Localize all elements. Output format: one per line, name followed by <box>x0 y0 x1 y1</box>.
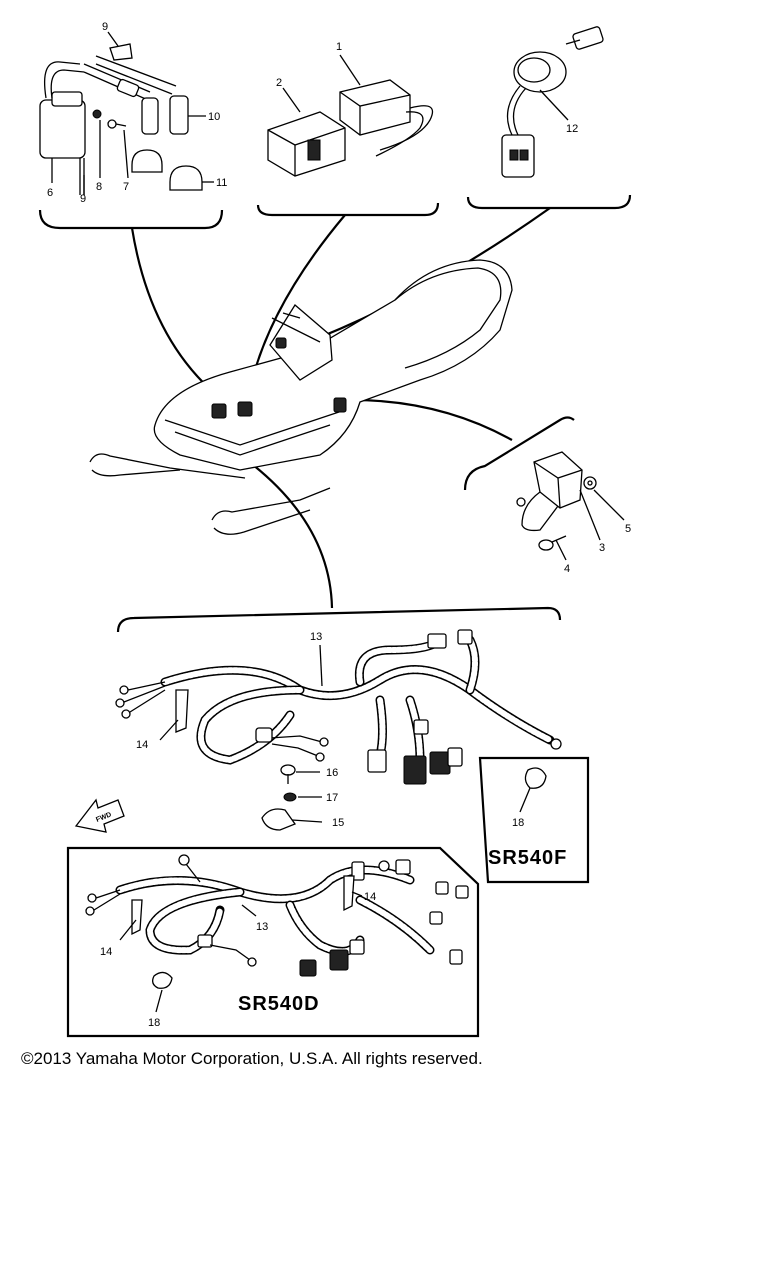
callout-18-sr540d: 18 <box>148 1017 160 1029</box>
callout-16: 16 <box>326 767 338 779</box>
callout-5: 5 <box>625 523 631 535</box>
washer-8 <box>92 109 102 119</box>
clamp-14-sr540d <box>131 875 355 936</box>
sr540d-box: SR540D <box>66 846 480 1038</box>
washer-17 <box>283 792 297 802</box>
model-label-sr540f: SR540F <box>488 847 567 869</box>
parts-diagram: FWD SR540F SR540D <box>38 21 632 1038</box>
wire-harness-13 <box>115 629 562 785</box>
callout-10: 10 <box>208 111 220 123</box>
spark-plug-cap-10 <box>141 95 189 135</box>
screw-16 <box>280 764 296 784</box>
callout-17: 17 <box>326 792 338 804</box>
leader-regulator-to-sled <box>351 398 513 441</box>
grommet-11 <box>169 165 203 191</box>
callout-7: 7 <box>123 181 129 193</box>
callout-8: 8 <box>96 181 102 193</box>
model-label-sr540d: SR540D <box>238 993 320 1015</box>
callout-14-sr540d-right: 14 <box>364 891 376 903</box>
callout-11: 11 <box>216 177 227 189</box>
clamp-15 <box>261 808 297 831</box>
leader-coil-to-sled <box>130 227 221 399</box>
key <box>565 26 604 50</box>
callout-13-sr540d: 13 <box>256 921 268 933</box>
callout-leaders <box>51 31 625 1013</box>
cdi-unit-1 <box>339 79 434 157</box>
callout-15: 15 <box>332 817 344 829</box>
bracket-regulator-group <box>463 416 575 491</box>
regulator-3 <box>516 451 583 532</box>
callout-6: 6 <box>47 187 53 199</box>
callout-12: 12 <box>566 123 578 135</box>
main-switch-12 <box>501 51 567 178</box>
grommet-7 <box>131 149 163 173</box>
callout-3: 3 <box>599 542 605 554</box>
bracket-cdi-group <box>256 202 440 217</box>
copyright-notice: ©2013 Yamaha Motor Corporation, U.S.A. A… <box>21 1049 483 1068</box>
clip-9 <box>109 43 133 61</box>
callout-14: 14 <box>136 739 148 751</box>
callout-1: 1 <box>336 41 342 53</box>
screw-7 <box>107 119 127 129</box>
bracket-harness-group <box>116 606 562 633</box>
callout-labels: 1 2 3 4 5 6 7 8 9 9 10 11 12 13 13 14 14… <box>47 21 631 1029</box>
bracket-ignition-coil-group <box>38 209 224 230</box>
clamp-14 <box>175 689 189 733</box>
bracket-main-switch-group <box>466 194 632 210</box>
forward-arrow: FWD <box>74 798 125 833</box>
leader-harness-to-sled <box>239 454 334 609</box>
sr540f-box: SR540F <box>478 756 590 884</box>
wire-harness-13-sr540d <box>85 854 469 989</box>
callout-9: 9 <box>102 21 108 33</box>
bolt-4 <box>538 535 567 551</box>
snowmobile-illustration <box>89 259 513 535</box>
spark-plug-lead <box>83 55 177 101</box>
callout-18: 18 <box>512 817 524 829</box>
nut-5 <box>583 476 597 490</box>
callout-9b: 9 <box>80 193 86 205</box>
callout-14-sr540d-left: 14 <box>100 946 112 958</box>
callout-4: 4 <box>564 563 570 575</box>
ignition-coil <box>39 61 86 195</box>
bracket-2 <box>267 111 346 177</box>
callout-13: 13 <box>310 631 322 643</box>
callout-2: 2 <box>276 77 282 89</box>
